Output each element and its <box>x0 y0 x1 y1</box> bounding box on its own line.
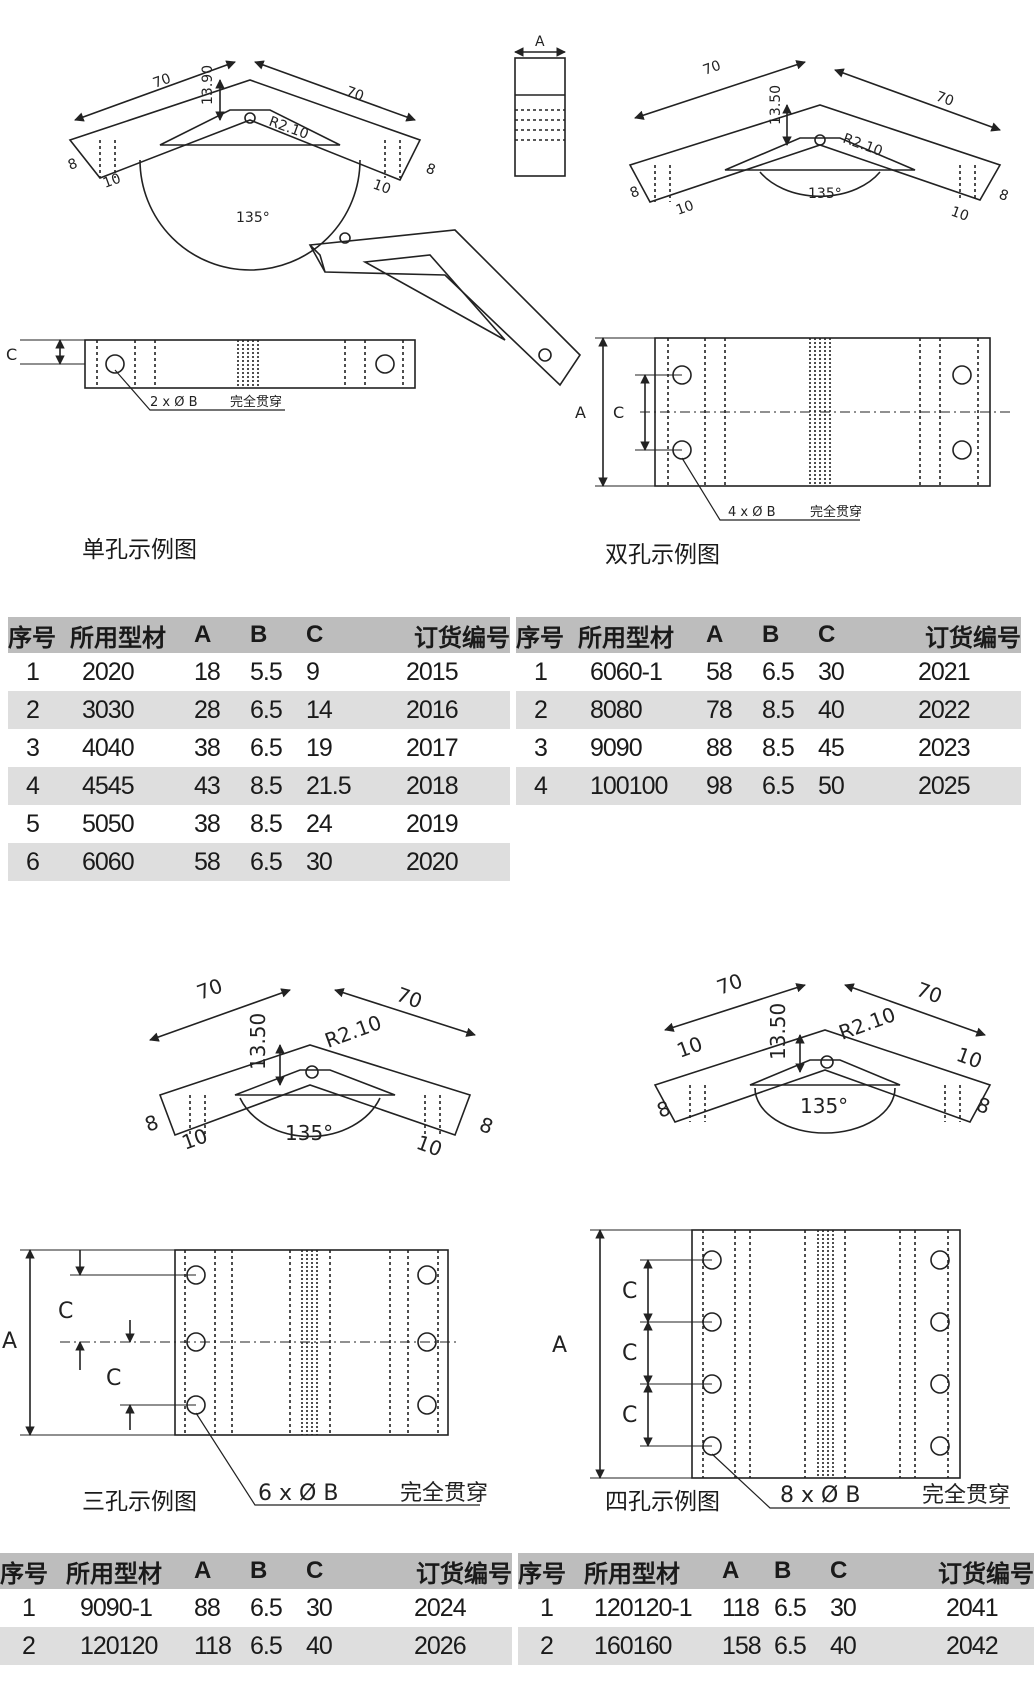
bracket-end-view <box>514 47 566 177</box>
dim-radius: R2.10 <box>267 114 311 143</box>
svg-text:70: 70 <box>393 982 425 1013</box>
holes-label-triple: 6 x Ø B <box>258 1481 338 1506</box>
svg-text:70: 70 <box>714 968 746 999</box>
svg-text:C: C <box>58 1299 73 1324</box>
svg-text:C: C <box>622 1403 637 1428</box>
svg-text:C: C <box>622 1279 637 1304</box>
plan-view-single <box>20 339 416 411</box>
svg-text:8: 8 <box>654 1096 674 1123</box>
svg-text:8: 8 <box>142 1110 162 1137</box>
svg-text:C: C <box>106 1366 121 1391</box>
svg-text:135°: 135° <box>800 1094 848 1118</box>
caption-double-hole: 双孔示例图 <box>605 542 720 568</box>
svg-text:70: 70 <box>934 89 956 110</box>
svg-text:完全贯穿: 完全贯穿 <box>400 1481 488 1506</box>
svg-text:A: A <box>2 1329 17 1354</box>
svg-text:10: 10 <box>953 1042 985 1073</box>
plan-view-quad <box>590 1229 1010 1509</box>
svg-text:完全贯穿: 完全贯穿 <box>922 1483 1010 1508</box>
svg-text:R2.10: R2.10 <box>322 1010 385 1053</box>
svg-text:10: 10 <box>674 198 696 219</box>
svg-text:10: 10 <box>371 177 393 198</box>
svg-text:8: 8 <box>628 184 642 202</box>
svg-text:完全贯穿: 完全贯穿 <box>810 504 862 520</box>
svg-text:8: 8 <box>973 1092 993 1119</box>
holes-label-quad: 8 x Ø B <box>780 1483 860 1508</box>
svg-text:A: A <box>552 1333 567 1358</box>
svg-text:10: 10 <box>949 204 971 225</box>
svg-text:A: A <box>535 34 545 50</box>
dim-len-right: 70 <box>344 84 366 105</box>
caption-quad-hole: 四孔示例图 <box>605 1489 720 1515</box>
plan-view-double <box>595 337 1010 521</box>
bracket-side-view-double <box>628 60 1002 203</box>
svg-text:13.50: 13.50 <box>768 85 784 125</box>
svg-text:70: 70 <box>701 58 723 79</box>
svg-text:R2.10: R2.10 <box>841 131 885 160</box>
svg-text:C: C <box>622 1341 637 1366</box>
svg-text:8: 8 <box>66 156 80 174</box>
svg-text:10: 10 <box>674 1031 706 1062</box>
svg-text:10: 10 <box>413 1130 445 1161</box>
svg-text:13.50: 13.50 <box>766 1003 790 1060</box>
holes-label-double: 4 x Ø B <box>728 505 776 520</box>
bracket-side-view-single <box>68 60 422 271</box>
svg-text:135°: 135° <box>808 186 842 202</box>
svg-text:13.50: 13.50 <box>246 1013 270 1070</box>
bracket-isometric-view <box>308 229 582 387</box>
svg-text:135°: 135° <box>285 1121 333 1145</box>
plan-view-triple <box>20 1249 480 1506</box>
dim-angle: 135° <box>236 210 270 226</box>
svg-text:10: 10 <box>179 1123 211 1154</box>
bracket-side-view-quad <box>653 983 992 1134</box>
svg-text:8: 8 <box>476 1112 496 1139</box>
svg-text:C: C <box>6 345 17 364</box>
dim-len-left: 70 <box>151 71 173 92</box>
svg-text:A: A <box>575 403 586 422</box>
svg-text:R2.10: R2.10 <box>836 1002 899 1045</box>
bracket-side-view-triple <box>149 988 476 1138</box>
svg-text:完全贯穿: 完全贯穿 <box>230 394 282 410</box>
dim-height: 13.90 <box>200 65 216 105</box>
svg-text:C: C <box>613 403 624 422</box>
caption-triple-hole: 三孔示例图 <box>82 1489 197 1515</box>
caption-single-hole: 单孔示例图 <box>82 537 197 563</box>
svg-text:8: 8 <box>424 161 438 179</box>
svg-text:70: 70 <box>194 973 226 1004</box>
svg-text:10: 10 <box>101 171 123 192</box>
svg-text:8: 8 <box>997 187 1011 205</box>
holes-label-single: 2 x Ø B <box>150 395 198 410</box>
svg-text:70: 70 <box>913 977 945 1008</box>
